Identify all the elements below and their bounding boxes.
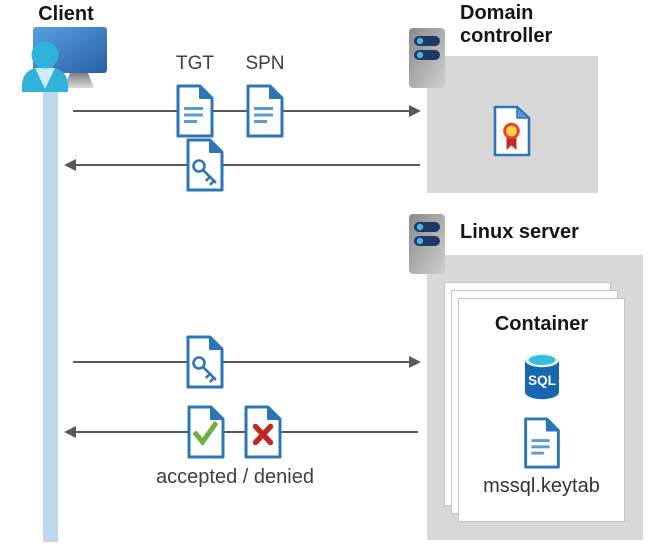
arrowhead-left-icon bbox=[64, 426, 76, 438]
client-user-monitor-icon bbox=[22, 27, 107, 92]
certificate-medal-document-icon bbox=[493, 105, 531, 157]
arrow-line bbox=[73, 361, 409, 363]
container-title: Container bbox=[494, 313, 589, 335]
linux-server-title: Linux server bbox=[460, 221, 579, 243]
arrow-line bbox=[76, 164, 420, 166]
arrowhead-left-icon bbox=[64, 159, 76, 171]
arrow-ticket-to-client bbox=[64, 159, 420, 171]
arrow-line bbox=[73, 110, 409, 112]
key-ticket-document-icon bbox=[186, 138, 224, 192]
domain-controller-server-icon bbox=[409, 28, 445, 88]
accepted-check-document-icon bbox=[187, 405, 225, 459]
spn-document-icon bbox=[246, 84, 284, 138]
denied-x-document-icon bbox=[244, 405, 282, 459]
arrow-result-to-client bbox=[64, 426, 418, 438]
tgt-document-icon bbox=[176, 84, 214, 138]
accepted-denied-label: accepted / denied bbox=[156, 466, 314, 488]
tgt-label: TGT bbox=[176, 53, 214, 74]
arrow-request-to-domain-controller bbox=[73, 105, 421, 117]
client-lifeline bbox=[43, 88, 58, 542]
keytab-label: mssql.keytab bbox=[483, 475, 600, 497]
domain-controller-title: Domain controller bbox=[460, 2, 553, 47]
linux-server-icon bbox=[409, 214, 445, 274]
sql-database-icon: SQL bbox=[525, 352, 559, 400]
keytab-document-icon bbox=[524, 417, 560, 469]
arrowhead-right-icon bbox=[409, 105, 421, 117]
key-ticket-document-icon-2 bbox=[186, 335, 224, 389]
spn-label: SPN bbox=[245, 53, 285, 74]
container-card-front: Container SQL mssql.keytab bbox=[458, 298, 625, 522]
arrow-ticket-to-linux-server bbox=[73, 356, 421, 368]
client-label: Client bbox=[38, 3, 94, 25]
arrowhead-right-icon bbox=[409, 356, 421, 368]
sql-label: SQL bbox=[528, 373, 556, 388]
